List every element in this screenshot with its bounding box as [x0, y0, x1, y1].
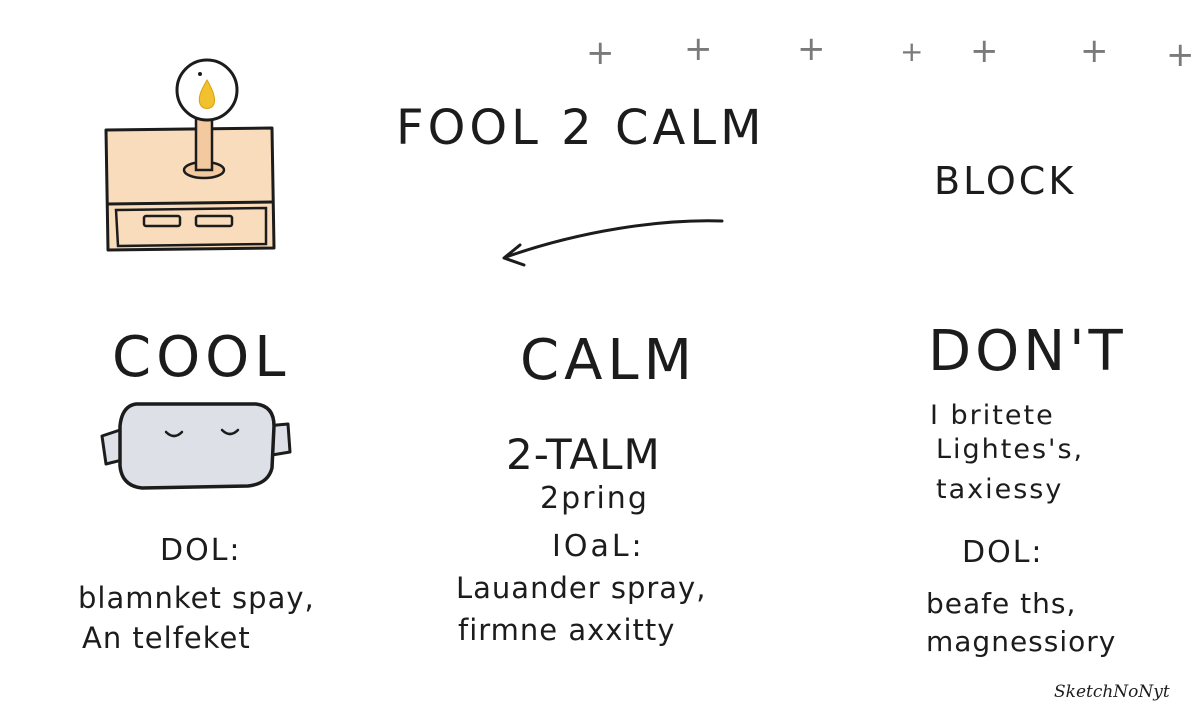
dont-dol-line: magnessiory	[926, 625, 1117, 658]
dont-dol-label: DOL:	[962, 535, 1044, 570]
calm-dol-line: firmne axxitty	[458, 613, 676, 647]
cool-dol-line: An telfeket	[82, 621, 251, 655]
plus-icon: +	[586, 33, 615, 73]
plus-icon: +	[684, 29, 713, 69]
dont-sub-line: Lightes's,	[936, 434, 1085, 465]
calm-sub-line: IOaL:	[552, 529, 645, 564]
cool-dol-line: blamnket spay,	[78, 581, 315, 615]
calm-dol-line: Lauander spray,	[456, 571, 707, 605]
block-label: BLOCK	[934, 159, 1077, 203]
calm-sub-line: 2pring	[540, 481, 649, 516]
signature: SketchNoNyt	[1054, 682, 1170, 702]
calm-heading: CALM	[520, 328, 697, 393]
arrow-icon	[502, 219, 724, 267]
plus-icon: +	[900, 35, 924, 68]
page-title: FOOL 2 CALM	[396, 100, 766, 156]
plus-icon: +	[1080, 31, 1109, 71]
plus-icon: +	[797, 29, 826, 69]
dont-sub-line: I britete	[930, 400, 1055, 431]
dont-sub-line: taxiessy	[936, 474, 1064, 505]
plus-icon: +	[1166, 35, 1195, 75]
cool-dol-label: DOL:	[160, 533, 242, 568]
calm-sub-line: 2-TALM	[506, 430, 661, 479]
plus-icon: +	[970, 31, 999, 71]
dont-dol-line: beafe ths,	[926, 587, 1077, 620]
dont-heading: DON'T	[928, 319, 1127, 384]
sleep-mask-icon	[100, 402, 292, 490]
nightstand-with-candle-icon	[104, 58, 276, 252]
cool-heading: COOL	[112, 325, 291, 390]
